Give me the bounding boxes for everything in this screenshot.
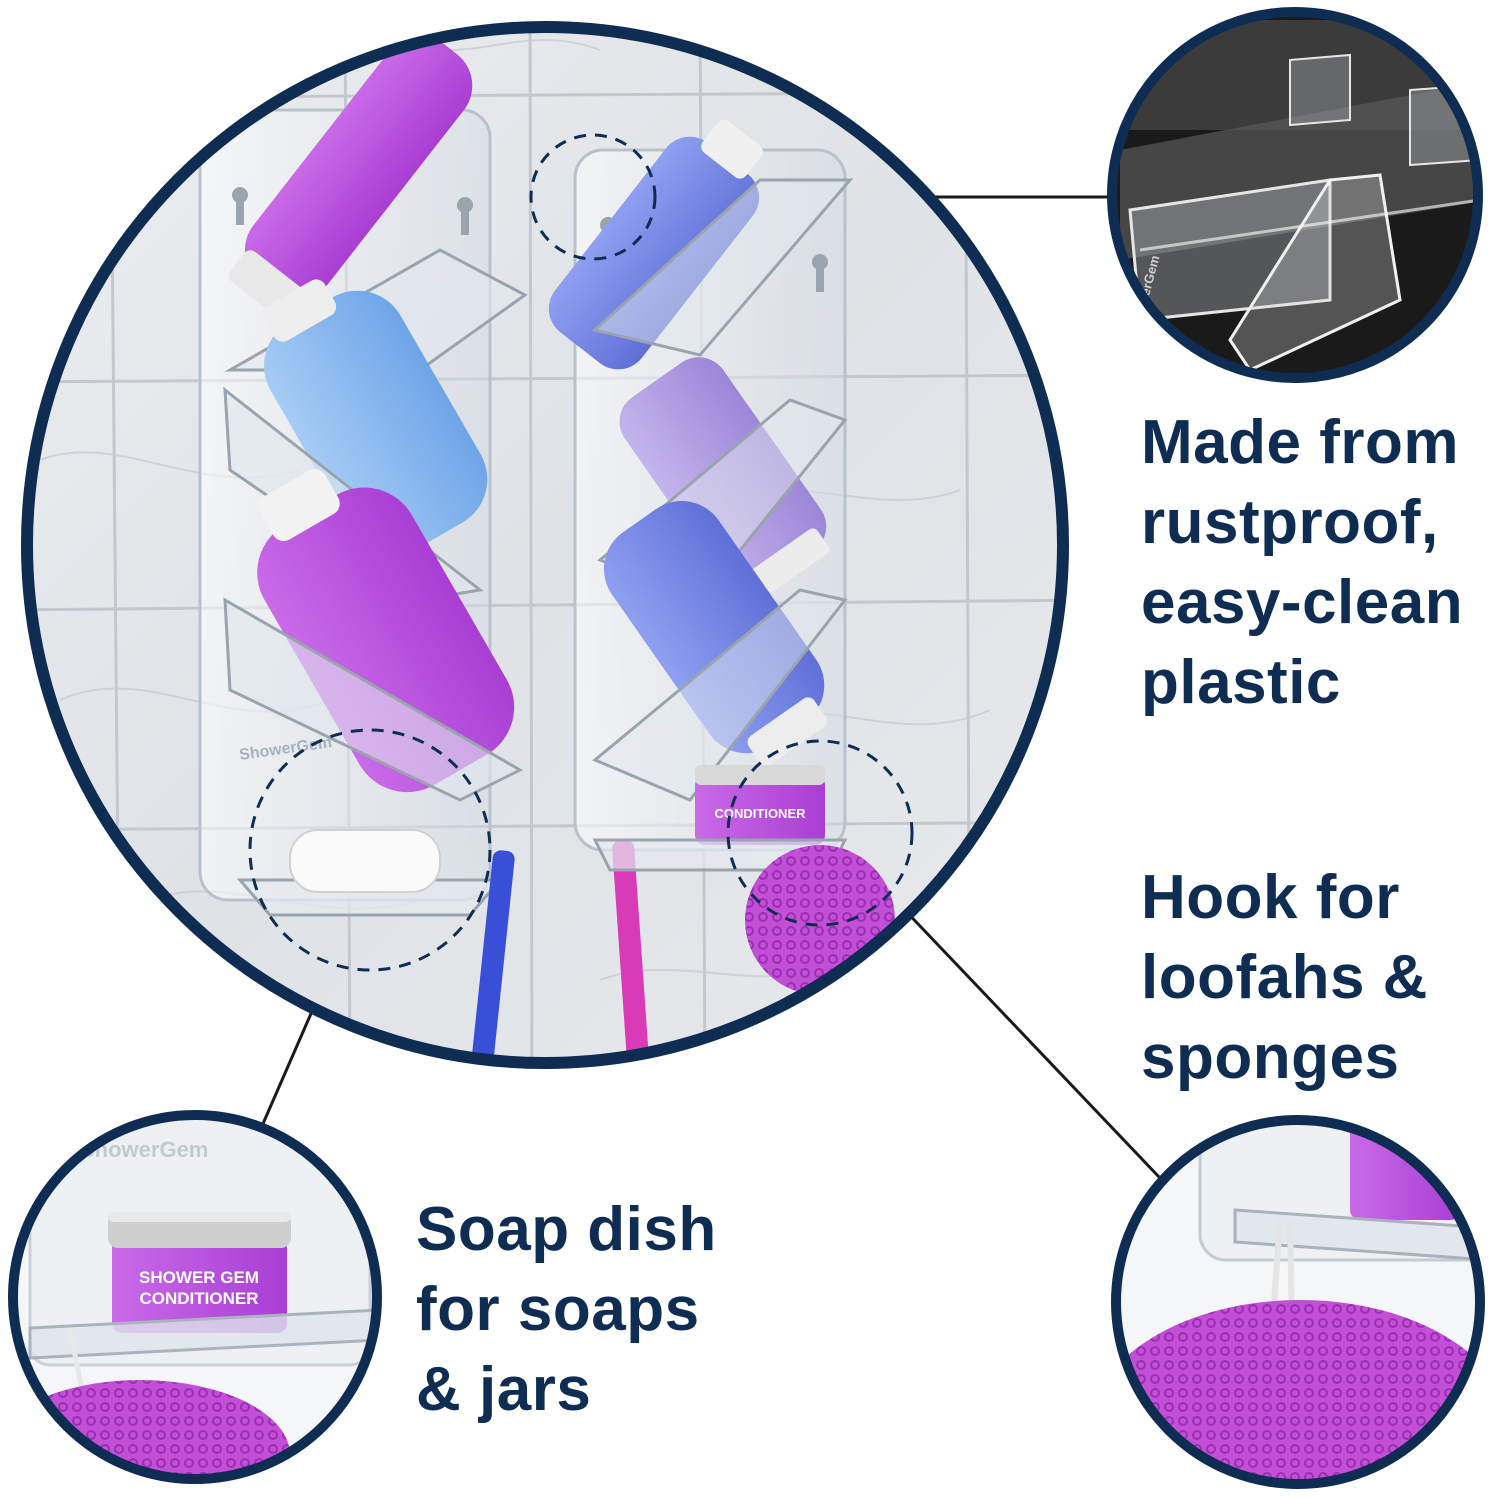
main-jar-label: CONDITIONER [715,806,807,821]
feature-line: loofahs & [1141,943,1428,1012]
highlight-soap-dish [248,728,492,972]
main-photo: CONDITIONER ShowerGem [27,27,1063,1063]
feature-line: Soap dish [416,1195,717,1264]
detail-jar-label-line1: SHOWER GEM [139,1268,259,1287]
feature-line: rustproof, [1141,488,1439,557]
feature-line: for soaps [416,1275,700,1344]
highlight-hook [726,739,914,927]
detail-circle-hook-border [1111,1115,1485,1489]
detail-jar-label-line2: CONDITIONER [140,1289,259,1308]
detail-photo-soap-dish: ShowerGem SHOWER GEM CONDITIONER [13,1115,377,1479]
detail-photo-hook [1116,1120,1480,1484]
highlight-top [529,133,657,261]
detail-photo-plastic: ShowerGem [1112,12,1478,378]
feature-text-hook: Hook for loofahs & sponges [1141,858,1428,1098]
detail-circle-soap-border [8,1110,382,1484]
dashed-highlights [248,133,914,972]
callout-line-right [898,903,1162,1180]
feature-line: Made from [1141,408,1459,477]
feature-line: sponges [1141,1023,1400,1092]
feature-line: & jars [416,1355,592,1424]
feature-line: plastic [1141,648,1341,717]
feature-line: easy-clean [1141,568,1464,637]
detail-circle-plastic-border [1107,7,1483,383]
feature-text-soap-dish: Soap dish for soaps & jars [416,1190,717,1430]
feature-text-rustproof-plastic: Made from rustproof, easy-clean plastic [1141,403,1463,723]
main-circle-border [21,21,1069,1069]
feature-line: Hook for [1141,863,1400,932]
